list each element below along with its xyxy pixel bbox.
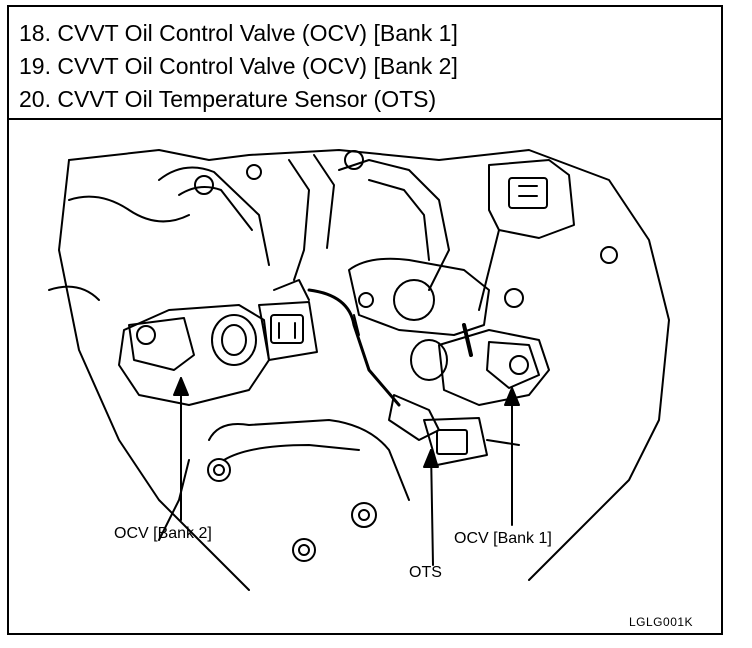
stud (462, 323, 473, 357)
engine-block-left (58, 159, 250, 591)
bolt-top-center (344, 150, 364, 170)
ocv-bank2-body (118, 304, 270, 406)
legend-item-20: 20. CVVT Oil Temperature Sensor (OTS) (19, 86, 437, 112)
legend-box: 18. CVVT Oil Control Valve (OCV) [Bank 1… (9, 7, 721, 120)
engine-illustration (48, 149, 670, 591)
figure-frame: 18. CVVT Oil Control Valve (OCV) [Bank 1… (7, 5, 723, 635)
ocv-bank1-flange (486, 341, 540, 389)
ocv-bank2-connector (258, 301, 318, 361)
intake-runner (338, 159, 450, 291)
upper-pipe-left (158, 166, 270, 266)
callout-ots: OTS (409, 564, 442, 581)
sensor-wire (307, 288, 401, 407)
ots-connector (423, 417, 488, 466)
bolt-top-left (194, 175, 214, 195)
ocv-bank1-body (438, 329, 550, 406)
lower-pipe (208, 419, 410, 501)
leader-ots (430, 449, 434, 566)
figure-code: LGLG001K (629, 615, 694, 629)
callout-ocv-bank2: OCV [Bank 2] (114, 525, 212, 542)
center-flange-plate (348, 257, 490, 336)
engine-block-outline (68, 149, 670, 581)
ocv-bank2-flange (128, 317, 195, 371)
connector-upper-right (488, 159, 575, 239)
upper-pipe-middle (288, 159, 310, 281)
bolt-lower-center (351, 502, 377, 528)
legend-item-19: 19. CVVT Oil Control Valve (OCV) [Bank 2… (19, 53, 458, 79)
engine-diagram: OCV [Bank 2] OCV [Bank 1] OTS LGLG001K (9, 120, 721, 633)
callout-ocv-bank1: OCV [Bank 1] (454, 530, 552, 547)
legend-item-18: 18. CVVT Oil Control Valve (OCV) [Bank 1… (19, 20, 458, 46)
bolt-lower-left (207, 458, 231, 482)
